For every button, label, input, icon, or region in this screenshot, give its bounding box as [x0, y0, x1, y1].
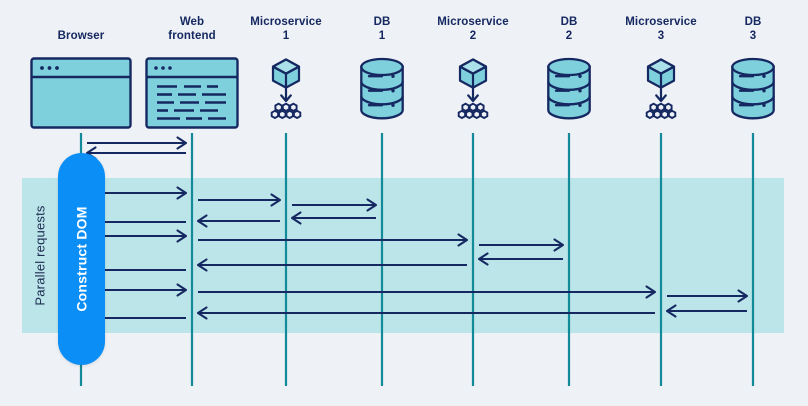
participant-label-line1: DB	[373, 16, 391, 28]
arrowhead	[270, 193, 282, 207]
participant-label-line2: 2	[565, 30, 573, 42]
participant-label-line1: DB	[744, 16, 762, 28]
msg-frontend-to-ms1	[198, 193, 282, 207]
database-icon	[547, 57, 591, 120]
participant-label-web-frontend: Web frontend	[132, 15, 252, 43]
participant-icons-group	[30, 57, 775, 129]
construct-dom-label: Construct DOM	[73, 206, 90, 312]
participant-label-line2: 3	[657, 30, 665, 42]
code-window-icon	[145, 57, 239, 129]
arrowhead	[553, 238, 565, 252]
microservice-cube-icon	[457, 58, 489, 120]
participant-label-line2: 1	[378, 30, 386, 42]
msg-db1-to-ms1	[290, 211, 376, 225]
database-icon	[360, 57, 404, 120]
construct-dom-activation-bar[interactable]: Construct DOM	[58, 153, 105, 365]
parallel-requests-label-text: Parallel requests	[32, 205, 48, 306]
participant-label-line2: frontend	[168, 30, 216, 42]
arrowhead	[665, 304, 677, 318]
participant-label-line1: Web	[179, 16, 205, 28]
msg-frontend-to-browser-1	[85, 146, 186, 160]
browser-window-icon	[30, 57, 132, 129]
participant-label-browser: Browser	[21, 29, 141, 43]
arrowhead	[196, 306, 208, 320]
arrowhead	[176, 229, 188, 243]
participant-label-line1: DB	[560, 16, 578, 28]
participant-label-microservice-1: Microservice 1	[226, 15, 346, 43]
arrowhead	[477, 252, 489, 266]
parallel-requests-label: Parallel requests	[22, 178, 58, 333]
msg-ms3-to-db3	[667, 289, 749, 303]
participant-label-microservice-3: Microservice 3	[601, 15, 721, 43]
msg-db2-to-ms2	[477, 252, 563, 266]
participant-label-line1: Microservice	[250, 16, 322, 28]
participant-label-line2: 2	[469, 30, 477, 42]
arrowhead	[366, 198, 378, 212]
microservice-cube-icon	[270, 58, 302, 120]
participant-label-line2: 3	[749, 30, 757, 42]
msg-ms2-to-frontend	[196, 258, 467, 272]
microservice-cube-icon	[645, 58, 677, 120]
msg-ms2-to-db2	[479, 238, 565, 252]
participant-label-line2: 1	[282, 30, 290, 42]
arrowhead	[196, 258, 208, 272]
participant-label-microservice-2: Microservice 2	[413, 15, 533, 43]
participant-label-db-3: DB 3	[693, 15, 808, 43]
arrowhead	[176, 186, 188, 200]
participant-label-db-1: DB 1	[322, 15, 442, 43]
msg-ms1-to-db1	[292, 198, 378, 212]
msg-frontend-to-ms3	[198, 285, 657, 299]
arrowhead	[176, 283, 188, 297]
arrowhead	[176, 136, 188, 150]
arrowhead	[645, 285, 657, 299]
msg-db3-to-ms3	[665, 304, 747, 318]
parallel-requests-band	[22, 178, 784, 333]
arrowhead	[737, 289, 749, 303]
arrowhead	[290, 211, 302, 225]
participant-label-line1: Microservice	[625, 16, 697, 28]
msg-frontend-to-ms2	[198, 233, 469, 247]
msg-ms1-to-frontend	[196, 214, 280, 228]
participant-label-line1: Microservice	[437, 16, 509, 28]
msg-browser-to-frontend-1	[87, 136, 188, 150]
arrowhead	[457, 233, 469, 247]
arrowhead	[196, 214, 208, 228]
participant-label-line1: Browser	[57, 30, 105, 42]
participant-label-db-2: DB 2	[509, 15, 629, 43]
msg-ms3-to-frontend	[196, 306, 655, 320]
database-icon	[731, 57, 775, 120]
